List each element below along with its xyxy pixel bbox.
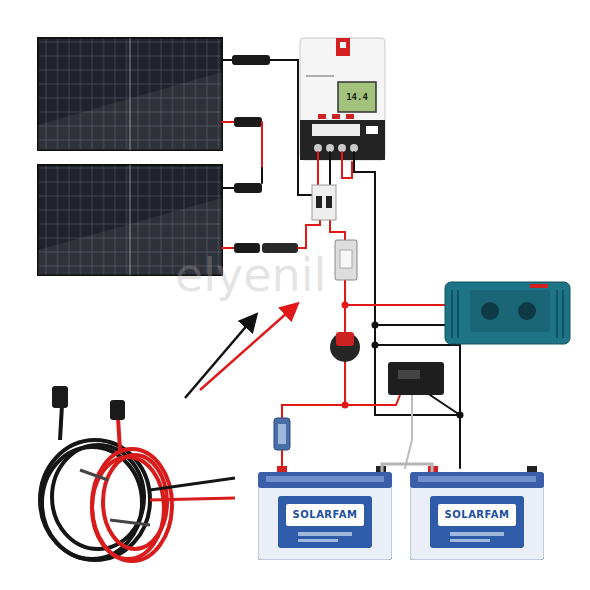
display-reading: 14.4 (346, 92, 368, 102)
circuit-breaker (312, 185, 336, 220)
charge-controller (300, 38, 385, 160)
inline-fuse (274, 418, 290, 450)
battery-monitor (388, 362, 444, 395)
cable-coil (40, 386, 235, 561)
battery-switch (330, 332, 360, 362)
brand-label: SOLARFAM (445, 509, 510, 520)
pointer-arrow (185, 316, 255, 398)
battery: SOLARFAM (258, 472, 392, 560)
inverter (445, 282, 570, 344)
watermark: elyenil (175, 248, 326, 302)
battery-link-wire (382, 464, 432, 472)
battery: SOLARFAM (410, 472, 544, 560)
brand-label: SOLARFAM (293, 509, 358, 520)
pointer-arrow (200, 305, 296, 390)
battery-terminals (277, 466, 537, 472)
solar-panel (38, 38, 222, 150)
dc-wiring (282, 152, 464, 470)
fuse-holder (335, 240, 357, 280)
